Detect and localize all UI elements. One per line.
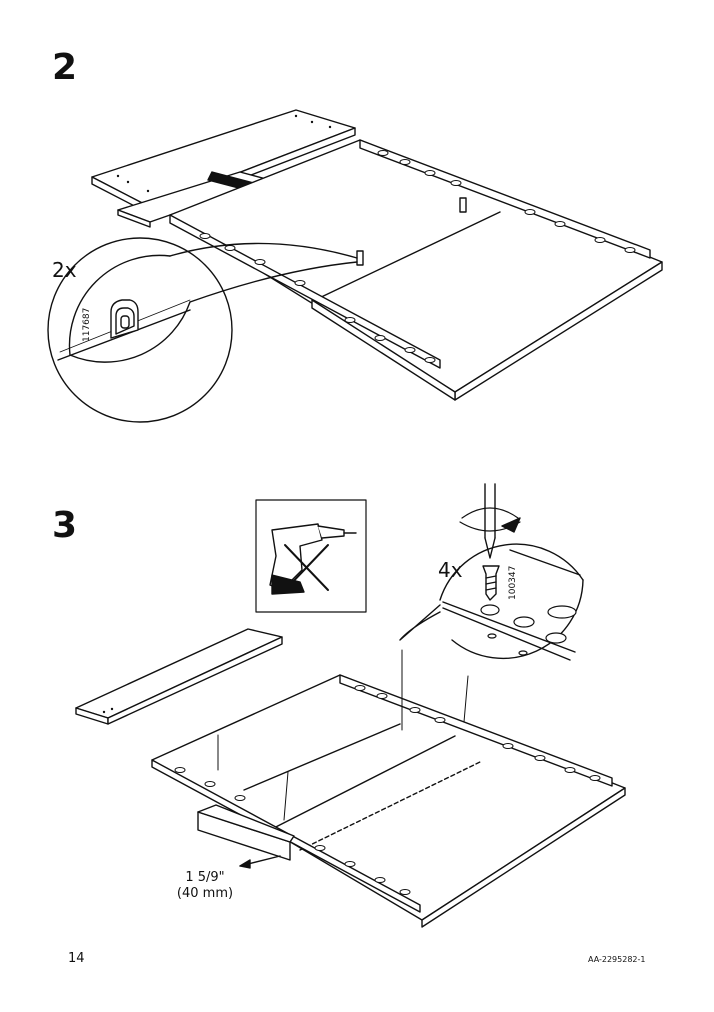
document-code: AA-2295282-1	[588, 955, 646, 964]
step3-cabinet-panel	[151, 649, 626, 928]
measurement-metric: (40 mm)	[176, 886, 234, 901]
step-number: 3	[52, 505, 78, 546]
measurement-imperial: 1 5/9"	[185, 870, 225, 885]
prohibited-cross-icon	[284, 544, 329, 591]
quantity-label: 4x	[438, 558, 463, 582]
part-code: 100347	[508, 565, 518, 600]
step2-cabinet-panel	[169, 139, 663, 401]
part-code: 117687	[82, 307, 92, 342]
step3-detail-circle	[399, 543, 584, 661]
measurement-label: 1 5/9" (40 mm)	[164, 870, 246, 902]
quantity-label: 2x	[52, 258, 77, 282]
no-drill-warning	[255, 499, 367, 613]
page-number: 14	[68, 951, 85, 966]
step3-loose-board	[75, 628, 283, 725]
step2-detail-circle	[47, 237, 358, 423]
step-number: 2	[52, 47, 78, 88]
